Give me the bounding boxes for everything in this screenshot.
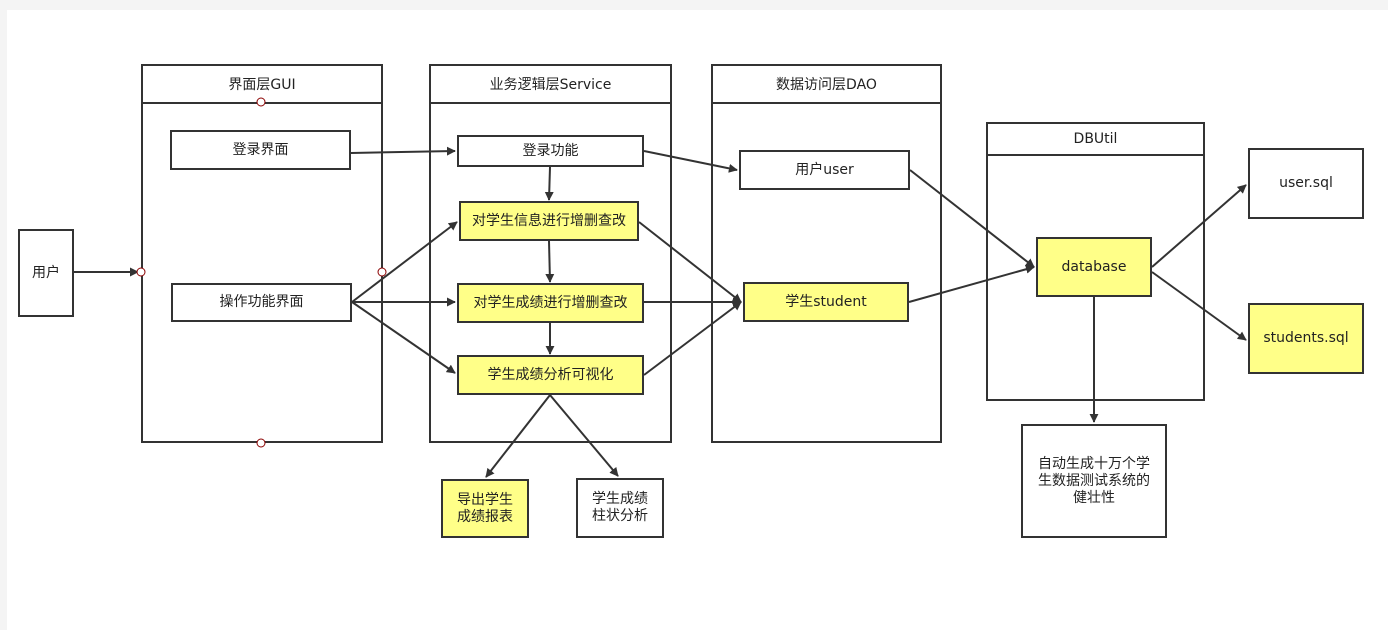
service-layer-title: 业务逻辑层Service <box>431 66 670 104</box>
operation-ui-node: 操作功能界面 <box>171 283 352 322</box>
gui-layer-container: 界面层GUI <box>141 64 383 443</box>
diagram-canvas: 界面层GUI 业务逻辑层Service 数据访问层DAO DBUtil 用户 登… <box>7 10 1388 630</box>
database-node: database <box>1036 237 1152 297</box>
bar-analysis-node: 学生成绩 柱状分析 <box>576 478 664 538</box>
student-info-crud-node: 对学生信息进行增删查改 <box>459 201 639 241</box>
login-ui-node: 登录界面 <box>170 130 351 170</box>
dao-user-node: 用户user <box>739 150 910 190</box>
user-sql-node: user.sql <box>1248 148 1364 219</box>
login-function-node: 登录功能 <box>457 135 644 167</box>
score-visualization-node: 学生成绩分析可视化 <box>457 355 644 395</box>
dbutil-title: DBUtil <box>988 124 1203 156</box>
students-sql-node: students.sql <box>1248 303 1364 374</box>
dao-student-node: 学生student <box>743 282 909 322</box>
export-report-node: 导出学生 成绩报表 <box>441 479 529 538</box>
user-node: 用户 <box>18 229 74 317</box>
gui-layer-title: 界面层GUI <box>143 66 381 104</box>
score-crud-node: 对学生成绩进行增删查改 <box>457 283 644 323</box>
auto-generate-data-node: 自动生成十万个学 生数据测试系统的 健壮性 <box>1021 424 1167 538</box>
dao-layer-title: 数据访问层DAO <box>713 66 940 104</box>
dao-layer-container: 数据访问层DAO <box>711 64 942 443</box>
